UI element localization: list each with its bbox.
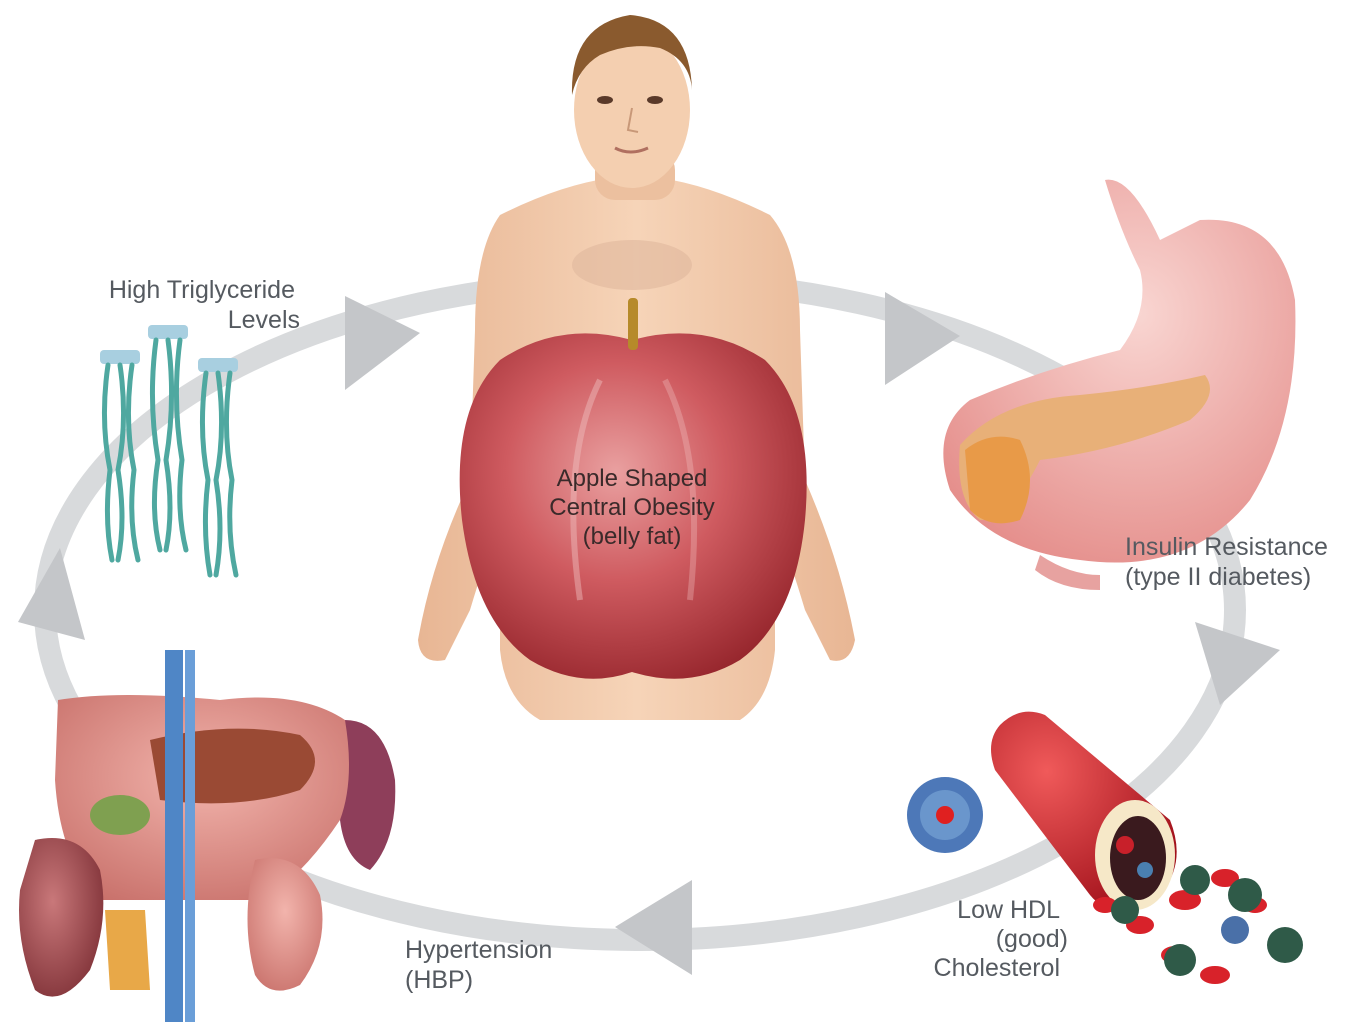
triglyceride-label: High Triglyceride Levels [109,276,300,334]
triglyceride-molecules [100,325,238,575]
hdl-label-line2: (good) [996,925,1068,953]
abdominal-organs [19,650,395,1022]
hdl-label: Low HDL (good) Cholesterol [934,896,1068,982]
blood-vessel [991,712,1177,911]
center-label-line2: Central Obesity [549,494,714,521]
hdl-label-line1: Low HDL [957,896,1060,924]
center-label-line3: (belly fat) [583,523,682,550]
cycle-arrow-top-right [885,292,960,385]
center-label-line1: Apple Shaped [557,465,708,492]
hypertension-label-line2: (HBP) [405,966,473,994]
hdl-label-line3: Cholesterol [934,954,1060,982]
insulin-label-line1: Insulin Resistance [1125,533,1328,561]
triglyceride-label-line2: Levels [228,306,300,334]
triglyceride-label-line1: High Triglyceride [109,276,295,304]
cycle-arrow-bottom [615,880,692,975]
hypertension-label-line1: Hypertension [405,936,552,964]
stomach-pancreas [943,180,1295,590]
insulin-label-line2: (type II diabetes) [1125,563,1311,591]
hdl-particle [907,777,983,853]
hypertension-label: Hypertension (HBP) [405,936,552,994]
